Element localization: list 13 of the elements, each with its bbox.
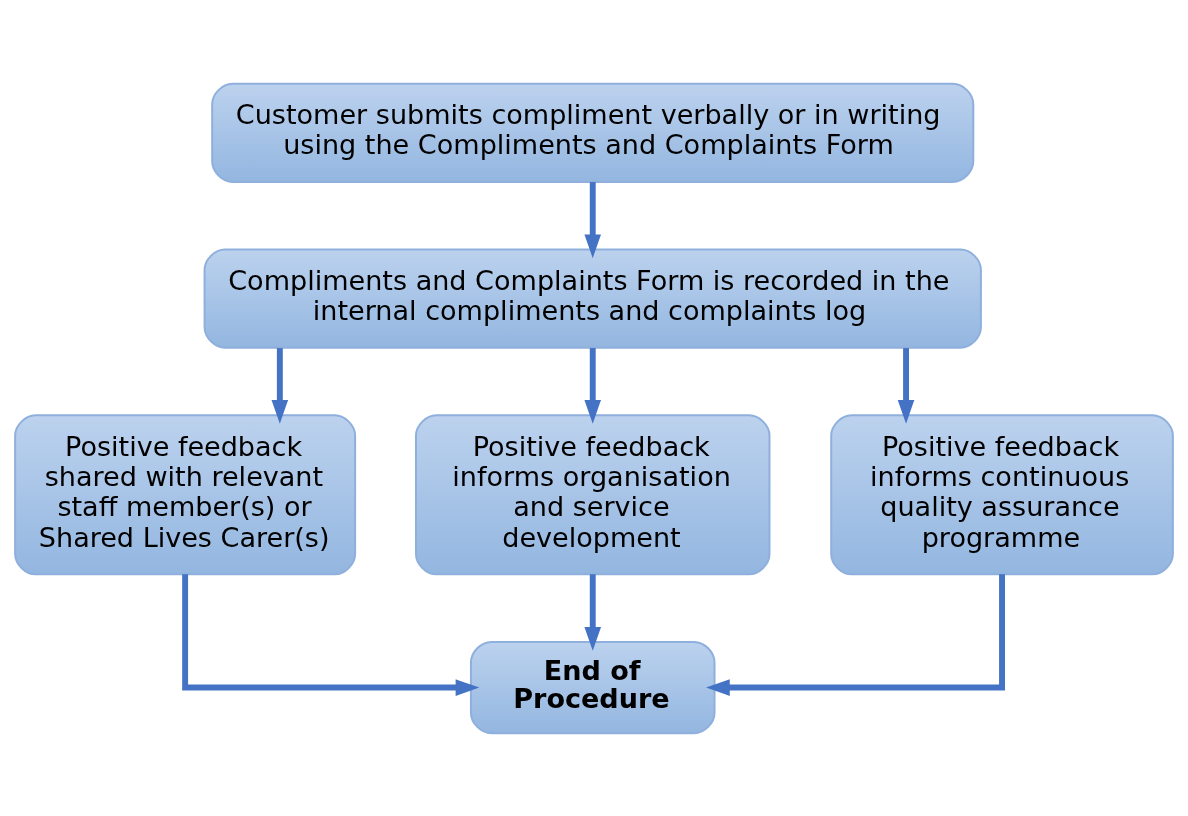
node-box: Compliments and Complaints Form is recorded in the internal compliments and complaints log xyxy=(203,248,982,349)
arrow xyxy=(182,573,480,696)
arrow xyxy=(271,347,289,424)
arrow xyxy=(584,181,602,258)
node-box: Positive feedback informs continuous quality assurance programme xyxy=(830,413,1174,575)
node-box: Positive feedback informs organisation and service development xyxy=(414,413,771,575)
arrow xyxy=(584,347,602,424)
arrow xyxy=(706,573,1005,696)
node-box: Customer submits compliment verbally or in writing using the Compliments and Complaints Form xyxy=(211,82,975,183)
node-box: Positive feedback shared with relevant staff member(s) or Shared Lives Carer(s) xyxy=(14,413,357,575)
arrow xyxy=(897,347,915,424)
arrow xyxy=(584,573,602,651)
node-box: End of Procedure xyxy=(469,640,716,734)
